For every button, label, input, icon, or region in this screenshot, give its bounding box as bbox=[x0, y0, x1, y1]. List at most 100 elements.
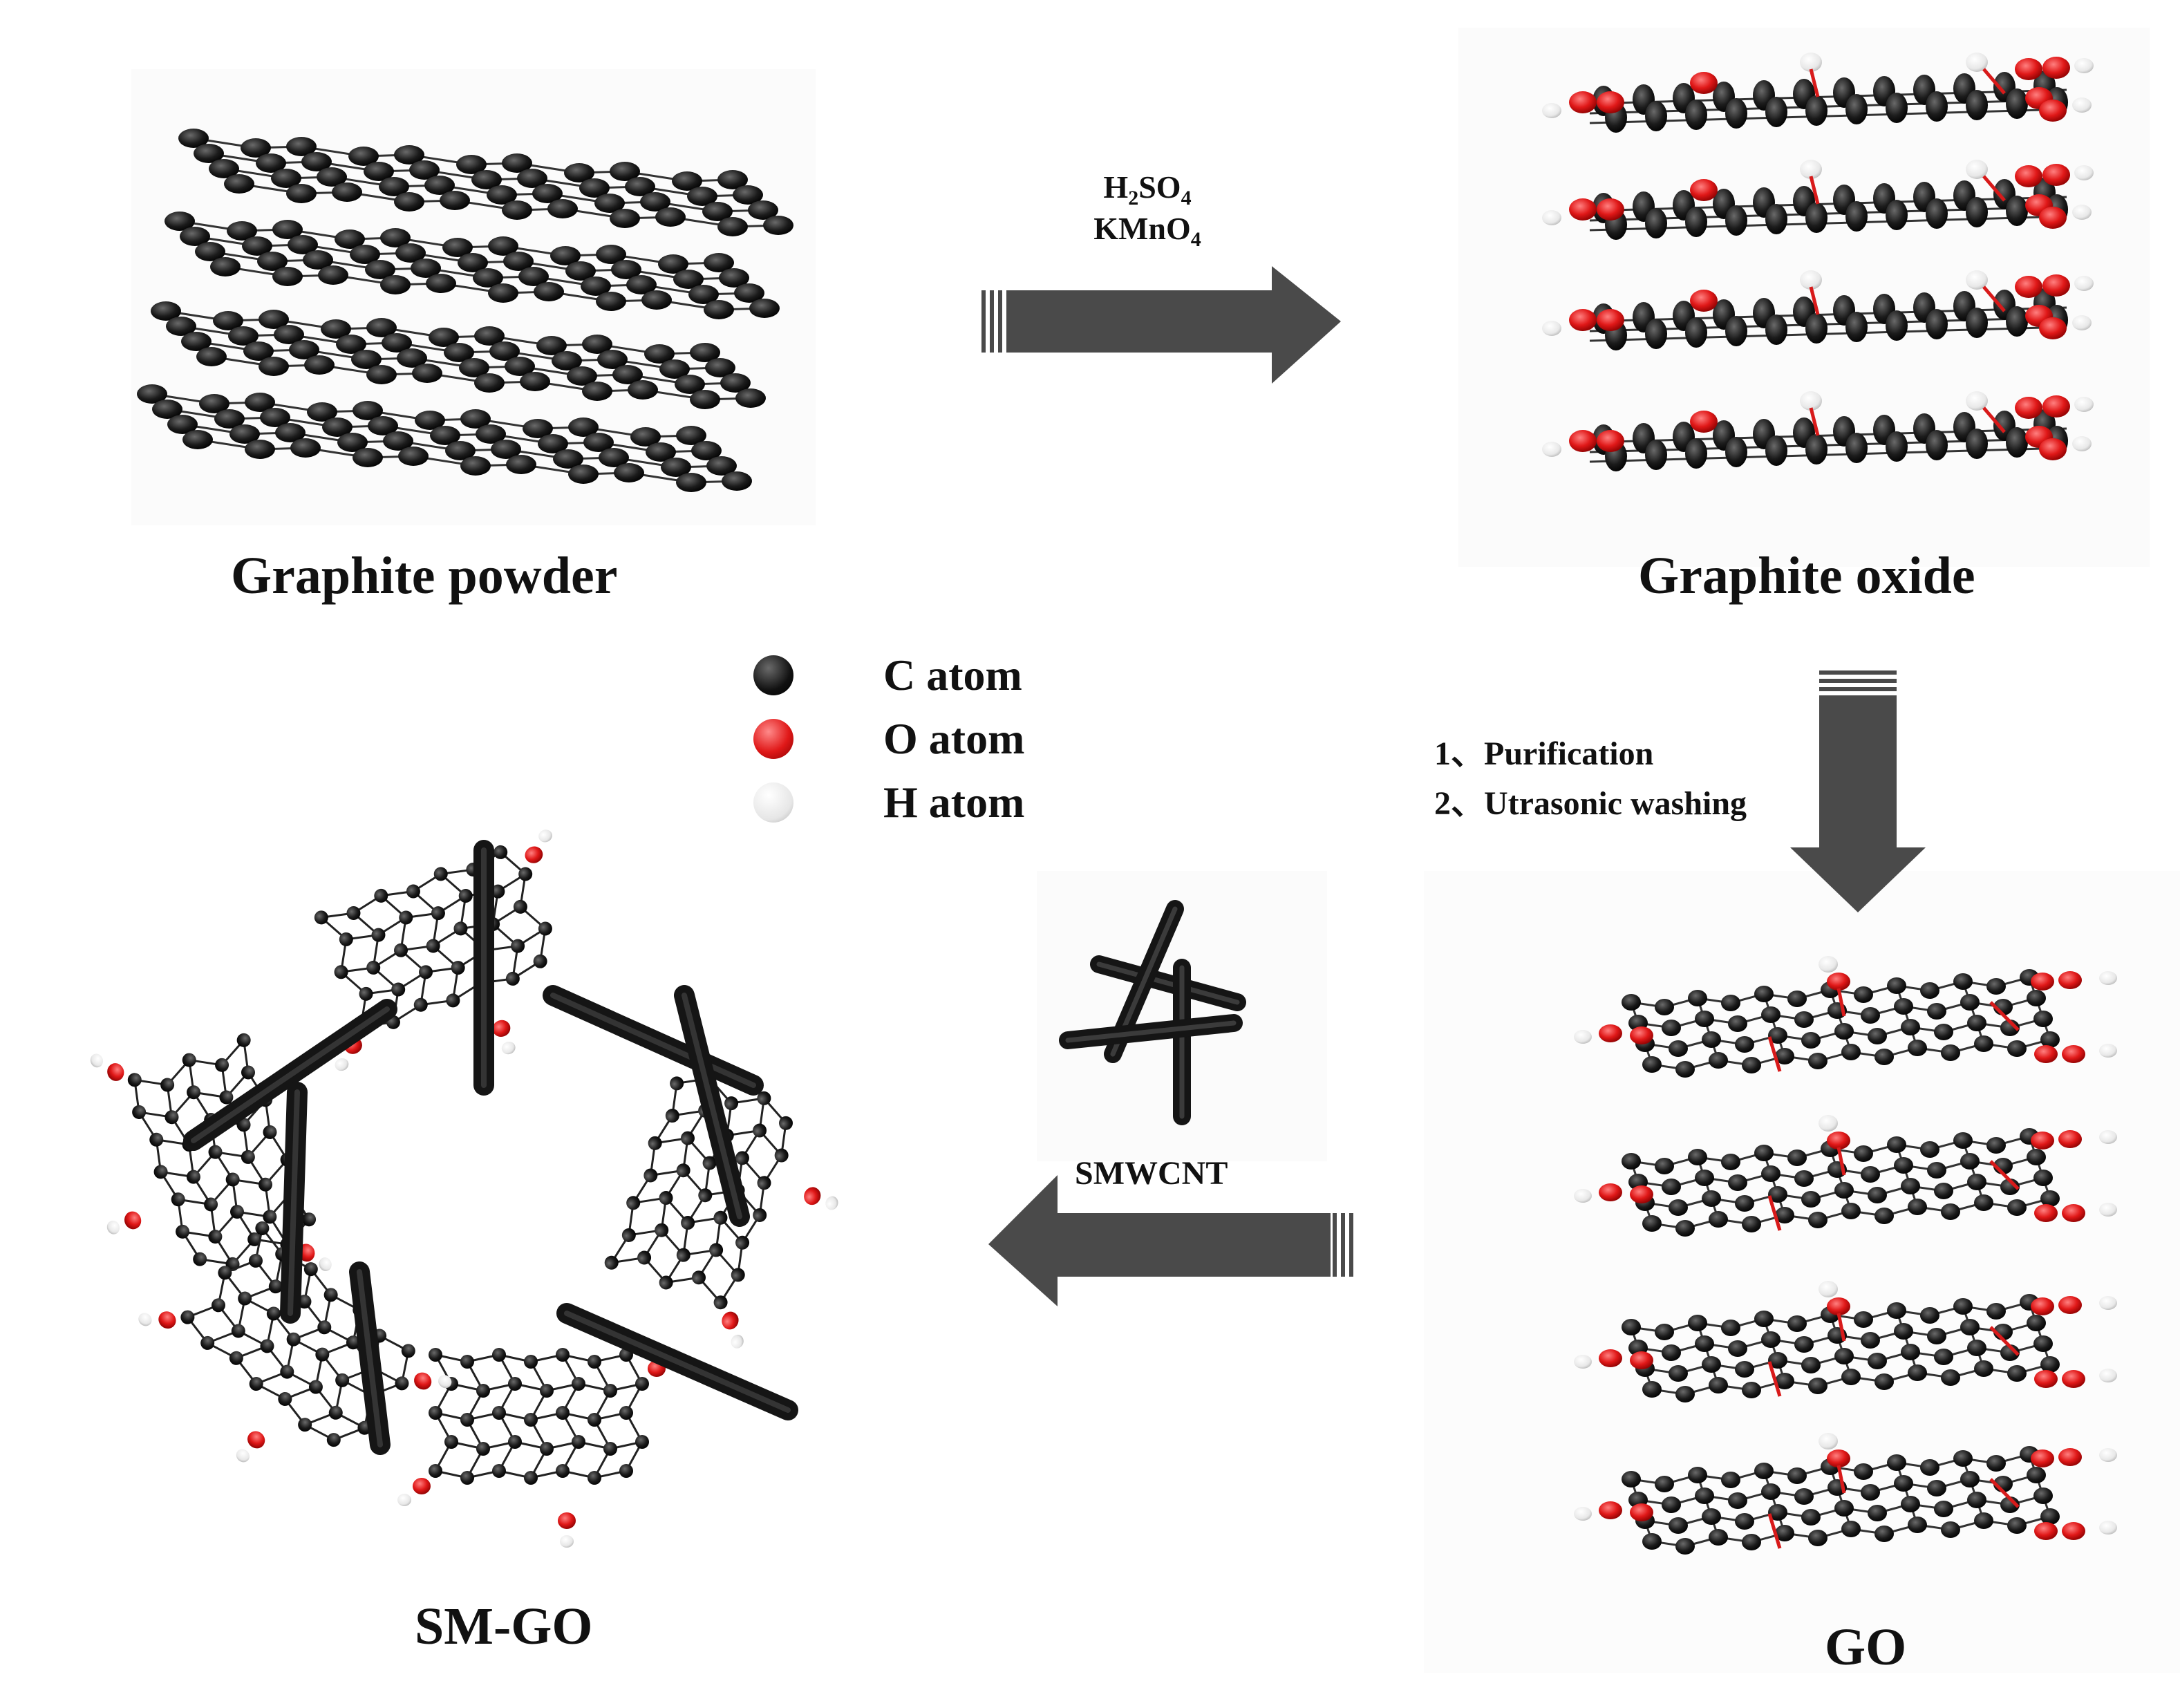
carbon-atom bbox=[380, 228, 411, 247]
carbon-atom bbox=[1854, 1145, 1873, 1162]
carbon-atom bbox=[303, 1262, 318, 1277]
carbon-atom bbox=[286, 1332, 301, 1346]
carbon-atom bbox=[1934, 1024, 1953, 1040]
carbon-atom bbox=[553, 449, 583, 469]
oxygen-atom bbox=[1630, 1351, 1653, 1369]
nanotube-highlight bbox=[550, 993, 756, 1088]
carbon-atom bbox=[1645, 101, 1667, 131]
carbon-atom bbox=[579, 178, 610, 198]
carbon-atom bbox=[430, 426, 460, 445]
carbon-atom bbox=[278, 1391, 292, 1406]
carbon-atom bbox=[1709, 1211, 1728, 1228]
carbon-atom bbox=[506, 455, 536, 474]
carbon-atom bbox=[196, 347, 227, 366]
carbon-atom bbox=[599, 448, 629, 467]
oxygen-atom bbox=[1630, 1503, 1653, 1521]
graphite-oxide-sheet bbox=[1542, 270, 2094, 350]
carbon-atom bbox=[275, 423, 306, 442]
carbon-atom bbox=[1874, 1526, 1894, 1542]
carbon-atom bbox=[1868, 1028, 1887, 1044]
carbon-atom bbox=[538, 434, 568, 453]
carbon-atom bbox=[676, 1163, 690, 1178]
carbon-atom bbox=[604, 1255, 619, 1270]
carbon-atom bbox=[1808, 1378, 1827, 1394]
legend-label-oxygen: O atom bbox=[883, 714, 1025, 763]
carbon-atom bbox=[326, 1433, 341, 1447]
carbon-atom bbox=[229, 1205, 244, 1219]
carbon-atom bbox=[630, 427, 661, 447]
oxygen-atom bbox=[2039, 438, 2067, 460]
bond bbox=[1809, 68, 1820, 97]
carbon-atom bbox=[658, 254, 688, 274]
carbon-atom bbox=[641, 290, 672, 310]
carbon-atom bbox=[286, 184, 317, 203]
carbon-atom bbox=[1728, 1340, 1747, 1357]
carbon-atom bbox=[1805, 434, 1827, 464]
carbon-atom bbox=[236, 1033, 251, 1047]
oxygen-atom bbox=[2042, 57, 2070, 79]
sm-go-illustration bbox=[90, 829, 838, 1548]
carbon-atom bbox=[398, 447, 429, 466]
carbon-atom bbox=[596, 245, 626, 264]
carbon-atom bbox=[1622, 1319, 1641, 1335]
carbon-atom bbox=[211, 1298, 225, 1313]
carbon-atom bbox=[460, 1355, 474, 1369]
carbon-atom bbox=[346, 1335, 360, 1350]
carbon-atom bbox=[274, 325, 304, 344]
nanotube-highlight bbox=[564, 1311, 791, 1413]
carbon-atom bbox=[307, 402, 337, 422]
go-illustration bbox=[1574, 956, 2117, 1555]
oxygen-atom bbox=[2062, 1204, 2085, 1222]
carbon-atom bbox=[1927, 1480, 1946, 1496]
carbon-atom bbox=[429, 328, 459, 347]
oxygen-atom bbox=[1690, 290, 1718, 312]
oxygen-atom bbox=[2039, 207, 2067, 229]
carbon-atom bbox=[659, 1191, 673, 1205]
carbon-atom bbox=[1986, 978, 2006, 995]
hydrogen-atom bbox=[1542, 442, 1561, 457]
hydrogen-atom bbox=[1542, 210, 1561, 225]
go-sheet bbox=[1574, 1281, 2117, 1402]
bond bbox=[1836, 988, 1846, 1017]
carbon-atom bbox=[508, 1435, 522, 1449]
hydrogen-atom bbox=[2099, 1369, 2117, 1382]
carbon-atom bbox=[1887, 1302, 1906, 1319]
carbon-atom bbox=[1960, 1471, 1980, 1488]
carbon-atom bbox=[1894, 1323, 1913, 1340]
carbon-atom bbox=[753, 1208, 767, 1222]
carbon-atom bbox=[231, 1324, 245, 1338]
reaction-conditions: H2SO4 KMnO4 bbox=[1051, 169, 1244, 252]
step-ultrasonic-washing: 2、Utrasonic washing bbox=[1434, 785, 1747, 822]
carbon-atom bbox=[1675, 1386, 1695, 1402]
carbon-atom bbox=[1966, 308, 1988, 338]
hydrogen-atom-icon bbox=[753, 782, 793, 823]
bond bbox=[333, 1427, 365, 1441]
carbon-atom bbox=[460, 409, 491, 429]
carbon-atom bbox=[1834, 1023, 1854, 1040]
carbon-atom bbox=[538, 921, 552, 936]
nanotube-highlight bbox=[191, 1006, 390, 1143]
carbon-atom bbox=[659, 359, 690, 379]
carbon-atom bbox=[1901, 1496, 1920, 1512]
carbon-atom bbox=[643, 1168, 658, 1183]
carbon-atom bbox=[722, 471, 752, 491]
carbon-atom bbox=[594, 194, 625, 213]
carbon-atom bbox=[476, 424, 506, 444]
oxygen-atom bbox=[2031, 1449, 2054, 1467]
carbon-atom bbox=[383, 431, 413, 451]
carbon-atom bbox=[626, 275, 657, 294]
carbon-atom bbox=[491, 884, 505, 899]
carbon-atom bbox=[774, 1148, 789, 1163]
hydrogen-atom bbox=[1819, 1115, 1838, 1132]
carbon-atom bbox=[503, 252, 534, 271]
carbon-atom bbox=[1801, 1191, 1821, 1208]
carbon-atom bbox=[1622, 1471, 1641, 1488]
hydrogen-atom bbox=[2099, 1448, 2117, 1462]
carbon-atom bbox=[259, 357, 289, 376]
carbon-atom bbox=[165, 212, 195, 231]
carbon-atom bbox=[540, 1442, 554, 1456]
carbon-atom bbox=[1742, 1216, 1761, 1232]
carbon-atom bbox=[219, 1090, 234, 1105]
carbon-atom bbox=[1953, 973, 1973, 990]
